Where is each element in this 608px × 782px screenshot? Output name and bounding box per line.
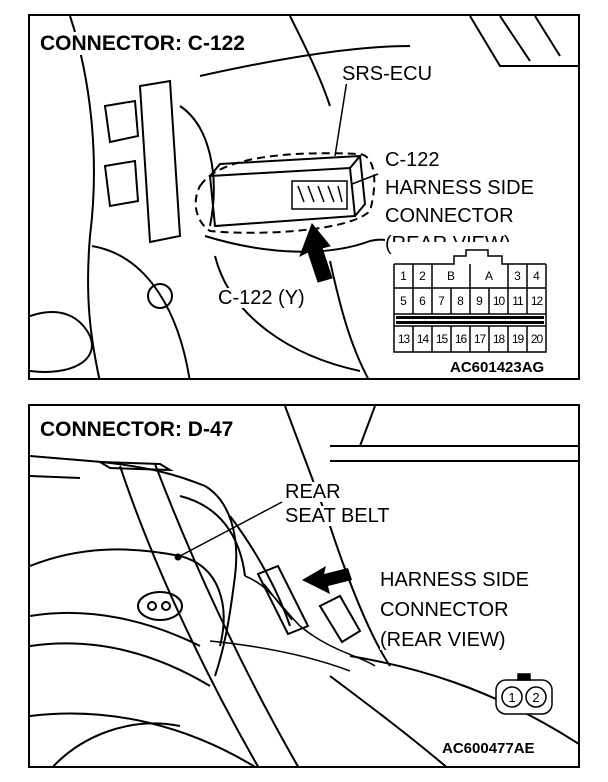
connector-d47-panel: CONNECTOR: D-47 REAR SEAT BELT HARNESS S… — [28, 404, 580, 768]
pin-6: 6 — [419, 294, 426, 308]
pin-3: 3 — [514, 269, 521, 283]
pin-2: 2 — [532, 690, 540, 705]
two-pin-connector-outline — [495, 673, 553, 715]
pin-9: 9 — [476, 294, 483, 308]
connector-desc-line-1: HARNESS SIDE — [380, 569, 529, 591]
pin-A: A — [484, 269, 493, 283]
connector-desc-line-3: CONNECTOR — [385, 205, 514, 227]
connector-desc-line-3: (REAR VIEW) — [380, 629, 506, 651]
pin-12: 12 — [530, 294, 543, 308]
component-label-line-1: REAR — [285, 481, 341, 503]
pin-7: 7 — [438, 294, 445, 308]
pin-1: 1 — [508, 690, 516, 705]
connector-desc-line-2: CONNECTOR — [380, 599, 509, 621]
pin-5: 5 — [400, 294, 407, 308]
component-label: SRS-ECU — [342, 63, 433, 85]
pin-4: 4 — [533, 269, 540, 283]
pin-8: 8 — [457, 294, 464, 308]
plug-label: C-122 (Y) — [218, 287, 305, 309]
pin-2: 2 — [419, 269, 426, 283]
connector-desc-line-2: HARNESS SIDE — [385, 177, 534, 199]
pin-16: 16 — [454, 332, 467, 346]
vehicle-interior-illustration-c122 — [30, 16, 578, 378]
component-label-line-2: SEAT BELT — [285, 505, 390, 527]
pin-20: 20 — [530, 332, 543, 346]
pin-17: 17 — [473, 332, 486, 346]
connector-outline — [393, 249, 547, 353]
panel-title: CONNECTOR: C-122 — [36, 32, 249, 55]
connector-pin-diagram: 1 2 B A 3 4 5 6 7 8 9 10 11 12 13 14 15 … — [392, 242, 548, 354]
pin-1: 1 — [400, 269, 407, 283]
panel-title: CONNECTOR: D-47 — [36, 418, 238, 441]
figure-code: AC600477AE — [440, 740, 537, 757]
figure-code: AC601423AG — [448, 359, 547, 376]
connector-c122-panel: CONNECTOR: C-122 SRS-ECU C-122 HARNESS S… — [28, 14, 580, 380]
pin-13: 13 — [397, 332, 410, 346]
connector-desc-line-1: C-122 — [385, 149, 440, 171]
pin-14: 14 — [416, 332, 429, 346]
pin-19: 19 — [511, 332, 524, 346]
pin-15: 15 — [435, 332, 448, 346]
pin-11: 11 — [512, 294, 523, 308]
pin-B: B — [446, 269, 455, 283]
pin-18: 18 — [492, 332, 505, 346]
pin-10: 10 — [492, 294, 505, 308]
rear-seat-illustration-d47 — [30, 406, 578, 766]
